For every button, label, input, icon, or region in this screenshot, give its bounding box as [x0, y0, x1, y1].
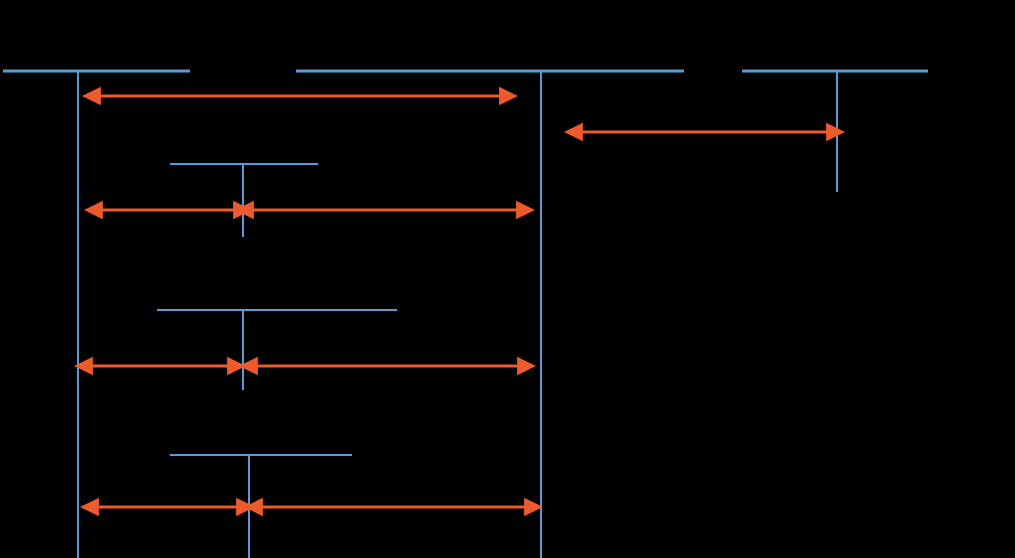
tee-marks-group: [157, 163, 397, 558]
dimension-arrows-group: [74, 86, 845, 517]
